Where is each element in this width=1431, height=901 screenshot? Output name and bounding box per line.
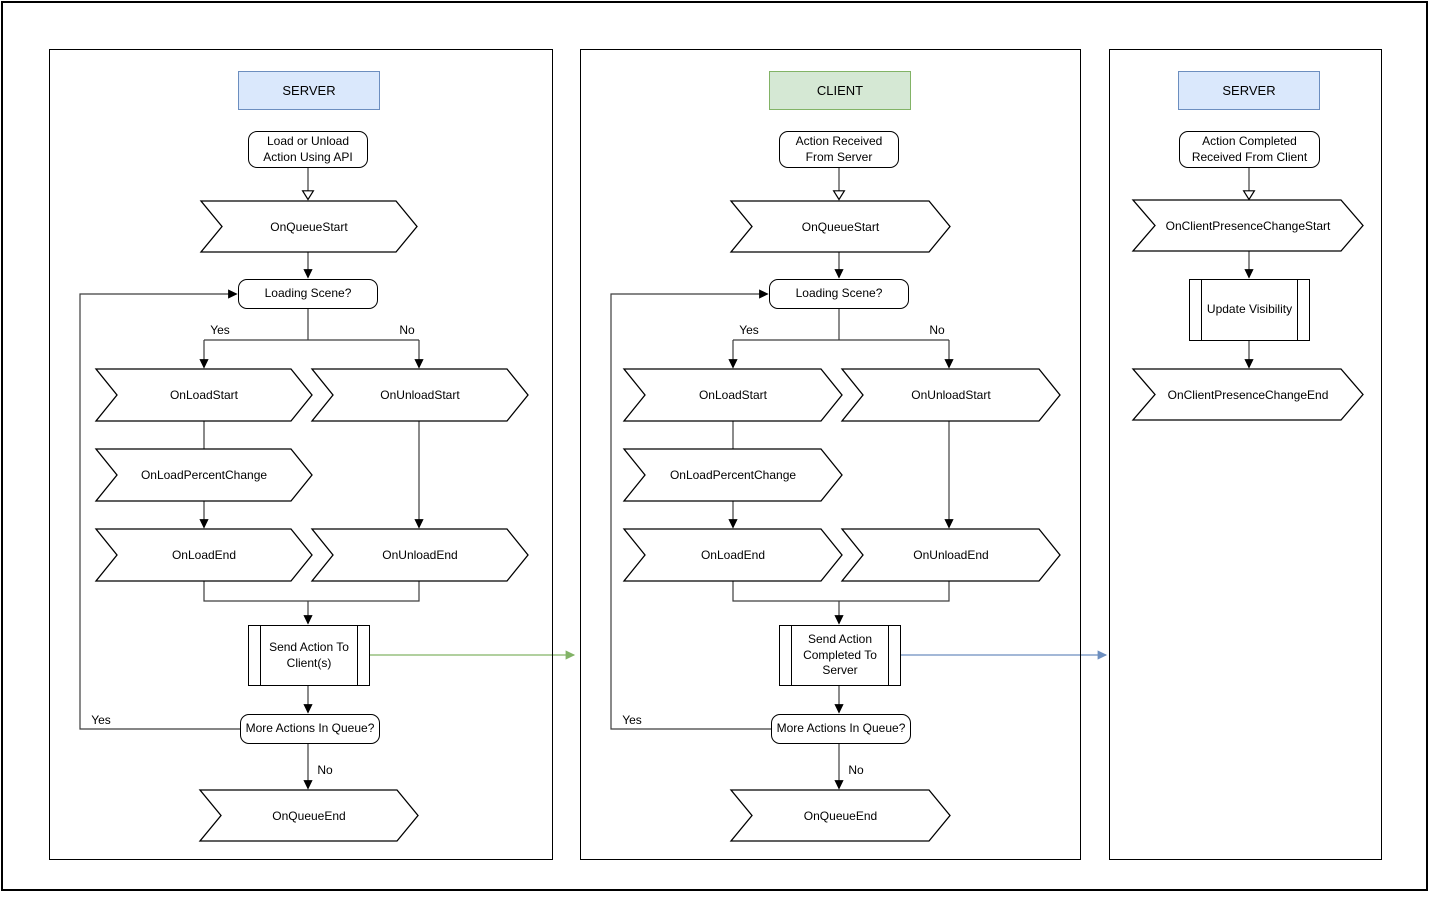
panel3-step-shapes xyxy=(1131,199,1364,421)
open-arrowhead xyxy=(832,190,846,201)
node-update-visibility-label: Update Visibility xyxy=(1206,302,1293,317)
edge-label-yes-loop: Yes xyxy=(622,713,642,727)
step-onqueueend-shape xyxy=(729,789,951,842)
predefined-process-bar xyxy=(1201,280,1202,340)
step-onloadpercentchange-shape xyxy=(622,448,843,502)
predefined-process-bar xyxy=(888,626,889,685)
predefined-process-bar xyxy=(357,626,358,685)
step-onunloadend-shape xyxy=(840,528,1061,582)
step-onqueuestart-shape xyxy=(729,200,951,253)
node-send-action-completed-to-server: Send Action Completed To Server xyxy=(779,625,901,686)
step-onqueuestart-shape xyxy=(199,200,418,253)
step-onloadstart-shape xyxy=(94,368,313,422)
panel-server-presence xyxy=(1109,49,1382,860)
node-send-action-to-clients-label: Send Action To Client(s) xyxy=(269,639,349,670)
step-onclientpresencechangeend-shape xyxy=(1131,368,1364,421)
node-more-actions-in-queue: More Actions In Queue? xyxy=(771,714,911,744)
panel1-connectors xyxy=(79,168,576,790)
node-more-actions-in-queue: More Actions In Queue? xyxy=(240,714,380,744)
step-onqueuestart-label: OnQueueStart xyxy=(801,219,880,234)
predefined-process-bar xyxy=(791,626,792,685)
step-onqueueend-label: OnQueueEnd xyxy=(803,808,878,823)
step-onloadend-label: OnLoadEnd xyxy=(700,548,766,562)
step-onloadpercentchange-shape xyxy=(94,448,313,502)
connector-merge xyxy=(203,581,420,602)
step-onunloadstart-label: OnUnloadStart xyxy=(911,388,991,402)
step-onunloadstart-shape xyxy=(840,368,1061,422)
node-action-completed-received: Action Completed Received From Client xyxy=(1179,131,1320,168)
step-onclientpresencechangeend-label: OnClientPresenceChangeEnd xyxy=(1167,387,1329,402)
node-update-visibility: Update Visibility xyxy=(1189,279,1310,341)
panel-client-queue xyxy=(580,49,1081,860)
step-onunloadend-label: OnUnloadEnd xyxy=(913,548,989,562)
panel-server-queue xyxy=(49,49,553,860)
open-arrowhead xyxy=(1242,190,1256,201)
panel2-header: CLIENT xyxy=(769,71,911,110)
step-onloadend-shape xyxy=(622,528,843,582)
edge-label-no: No xyxy=(399,323,415,337)
edge-label-no-exit: No xyxy=(317,763,333,777)
step-onloadend-shape xyxy=(94,528,313,582)
edge-label-yes-loop: Yes xyxy=(91,713,111,727)
step-onunloadend-label: OnUnloadEnd xyxy=(382,548,458,562)
node-send-action-to-clients: Send Action To Client(s) xyxy=(248,625,370,686)
step-onclientpresencechangestart-shape xyxy=(1131,199,1364,252)
edge-label-no-exit: No xyxy=(848,763,864,777)
node-action-received-from-server: Action Received From Server xyxy=(779,131,899,168)
predefined-process-bar xyxy=(1297,280,1298,340)
step-onunloadstart-label: OnUnloadStart xyxy=(380,388,460,402)
node-send-action-completed-label: Send Action Completed To Server xyxy=(803,632,877,678)
step-onloadstart-label: OnLoadStart xyxy=(169,388,239,402)
edge-label-yes: Yes xyxy=(210,323,230,337)
step-onloadstart-label: OnLoadStart xyxy=(698,388,768,402)
step-onclientpresencechangestart-label: OnClientPresenceChangeStart xyxy=(1165,218,1331,233)
step-onunloadend-shape xyxy=(310,528,529,582)
panel1-header: SERVER xyxy=(238,71,380,110)
step-onqueuestart-label: OnQueueStart xyxy=(270,219,348,234)
step-onunloadstart-shape xyxy=(310,368,529,422)
panel3-header: SERVER xyxy=(1178,71,1320,110)
node-loading-scene: Loading Scene? xyxy=(238,279,378,309)
predefined-process-bar xyxy=(260,626,261,685)
step-onloadpercentchange-label: OnLoadPercentChange xyxy=(669,468,797,482)
panel3-connectors xyxy=(1242,168,1256,369)
connector-merge xyxy=(732,581,950,602)
step-onloadstart-shape xyxy=(622,368,843,422)
edge-label-yes: Yes xyxy=(739,323,759,337)
connector-yes-loop xyxy=(79,289,240,730)
step-onloadpercentchange-label: OnLoadPercentChange xyxy=(140,468,268,482)
step-onqueueend-shape xyxy=(198,789,419,842)
node-load-or-unload-action: Load or Unload Action Using API xyxy=(248,131,368,168)
node-loading-scene: Loading Scene? xyxy=(769,279,909,309)
panel1-step-shapes xyxy=(94,200,529,842)
panel2-connectors xyxy=(610,168,1108,790)
step-onloadend-label: OnLoadEnd xyxy=(171,548,237,562)
edge-label-no: No xyxy=(929,323,945,337)
open-arrowhead xyxy=(301,190,315,201)
step-onqueueend-label: OnQueueEnd xyxy=(272,808,346,823)
panel2-step-shapes xyxy=(622,200,1061,842)
connector-yes-loop xyxy=(610,289,771,730)
